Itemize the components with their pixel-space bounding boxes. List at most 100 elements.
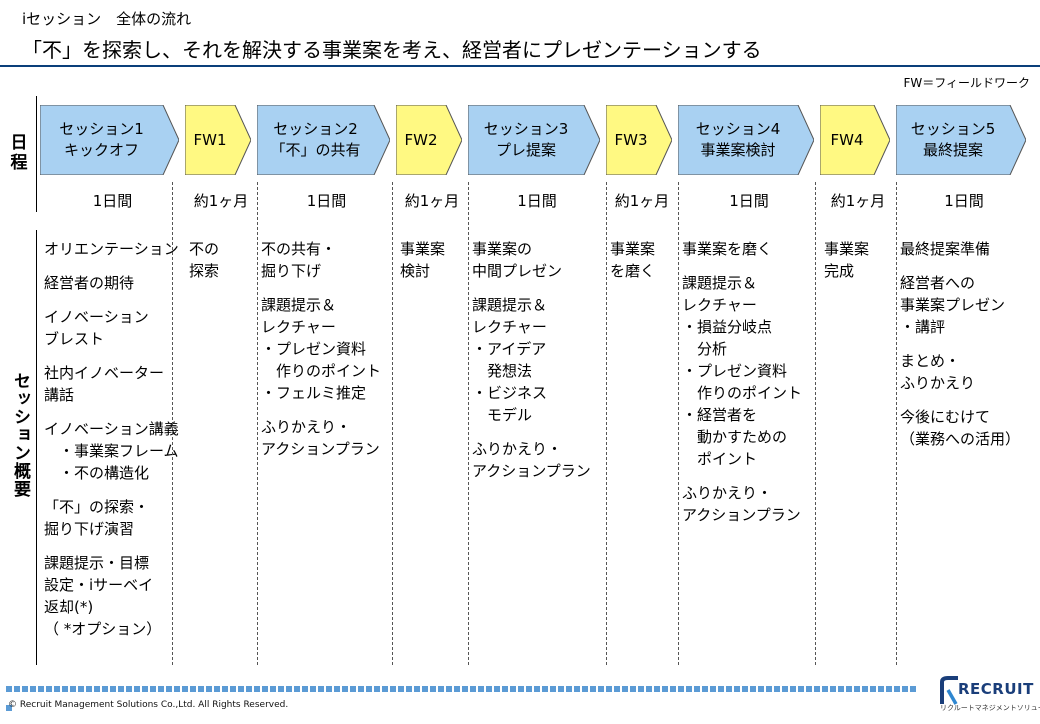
- chevron-label: FW4: [830, 130, 879, 151]
- content-item: 課題提示＆ レクチャー ・損益分岐点 分析 ・プレゼン資料 作りのポイント ・経…: [682, 274, 803, 468]
- summary-label: セッション概要: [10, 372, 30, 498]
- footer-bar-segment: [6, 705, 12, 711]
- duration-label: 1日間: [944, 192, 984, 210]
- footer-bar-segment: [846, 686, 852, 692]
- duration-label: 約1ヶ月: [404, 192, 460, 210]
- content-item: 経営者への 事業案プレゼン ・講評: [900, 274, 1006, 336]
- footer-bar-segment: [646, 686, 652, 692]
- footer-bar-segment: [118, 686, 124, 692]
- content-item: 課題提示・目標 設定・iサーベイ 返却(*) （ *オプション）: [44, 554, 162, 638]
- footer-bar-segment: [518, 686, 524, 692]
- footer-bar-segment: [374, 686, 380, 692]
- schedule-label-char: 日: [10, 133, 28, 153]
- column-divider: [606, 182, 607, 665]
- footer-bar-segment: [30, 686, 36, 692]
- column-divider: [257, 182, 258, 665]
- footer-bar-segment: [166, 686, 172, 692]
- footer-bar-segment: [854, 686, 860, 692]
- footer-bar-segment: [910, 686, 916, 692]
- footer-bar-segment: [246, 686, 252, 692]
- footer-bar-segment: [654, 686, 660, 692]
- footer-bar-segment: [558, 686, 564, 692]
- footer-bar-segment: [366, 686, 372, 692]
- footer-bar-segment: [70, 686, 76, 692]
- footer-bar-segment: [38, 686, 44, 692]
- title-rule: [0, 65, 1040, 67]
- footer-bar-segment: [238, 686, 244, 692]
- chevron-label: FW3: [614, 130, 663, 151]
- footer-bar-segment: [126, 686, 132, 692]
- footer-bar-segment: [342, 686, 348, 692]
- footer-bar-segment: [294, 686, 300, 692]
- footer-bar-segment: [878, 686, 884, 692]
- content-item: 「不」の探索・ 掘り下げ演習: [44, 498, 150, 538]
- footer-bar-segment: [534, 686, 540, 692]
- chevron-label-line: セッション3: [483, 120, 569, 138]
- footer-bar-segment: [454, 686, 460, 692]
- column-divider: [172, 182, 173, 665]
- content-item: 課題提示＆ レクチャー ・アイデア 発想法 ・ビジネス モデル: [472, 296, 548, 424]
- chevron-label-line: セッション1: [59, 120, 144, 138]
- footer-bar-segment: [590, 686, 596, 692]
- chevron-label-line: セッション4: [695, 120, 781, 138]
- chevron-label-line: FW3: [614, 130, 648, 149]
- footer-bar-segment: [686, 686, 692, 692]
- footer-bar-segment: [766, 686, 772, 692]
- session-content: 不の 探索: [189, 238, 219, 294]
- duration-label: 1日間: [729, 192, 769, 210]
- footer-bar-segment: [14, 686, 20, 692]
- footer-bar-segment: [214, 686, 220, 692]
- summary-left-line: [36, 230, 37, 665]
- chevron-label-line: FW1: [193, 130, 227, 149]
- footer-bar-segment: [622, 686, 628, 692]
- fw-note: FW＝フィールドワーク: [903, 76, 1030, 90]
- page-title: 「不」を探索し、それを解決する事業案を考え、経営者にプレゼンテーションする: [22, 38, 762, 62]
- schedule-left-line: [36, 96, 37, 212]
- footer-bar-segment: [310, 686, 316, 692]
- footer-bar-segment: [830, 686, 836, 692]
- footer-bar-segment: [134, 686, 140, 692]
- footer-bar-segment: [446, 686, 452, 692]
- footer-bar-segment: [678, 686, 684, 692]
- footer-bar-segment: [566, 686, 572, 692]
- footer-bar-segment: [46, 686, 52, 692]
- footer-bar-segment: [278, 686, 284, 692]
- footer-bar-segment: [750, 686, 756, 692]
- column-divider: [468, 182, 469, 665]
- footer-bar-segment: [286, 686, 292, 692]
- column-divider: [392, 182, 393, 665]
- session-chevron: セッション2「不」の共有: [257, 105, 390, 175]
- logo-mark-icon: [940, 676, 958, 705]
- chevron-label-line: FW2: [404, 130, 438, 149]
- chevron-label-line: FW4: [830, 130, 864, 149]
- recruit-logo: RECRUIT リクルートマネジメントソリューションズ: [936, 674, 1040, 718]
- footer-bar-segment: [262, 686, 268, 692]
- chevron-label: FW1: [193, 130, 242, 151]
- footer-bar-segment: [702, 686, 708, 692]
- session-content: 不の共有・ 掘り下げ課題提示＆ レクチャー ・プレゼン資料 作りのポイント ・フ…: [261, 238, 381, 472]
- footer-bar-segment: [806, 686, 812, 692]
- footer-bar-segment: [94, 686, 100, 692]
- footer-bar-segment: [670, 686, 676, 692]
- duration-label: 1日間: [92, 192, 133, 210]
- footer-bar-segment: [22, 686, 28, 692]
- footer-bar-segment: [526, 686, 532, 692]
- footer-bar-segment: [782, 686, 788, 692]
- content-item: オリエンテーション: [44, 240, 179, 258]
- footer-bar-segment: [390, 686, 396, 692]
- content-item: 不の共有・ 掘り下げ: [261, 240, 337, 280]
- footer-bar-segment: [62, 686, 68, 692]
- footer-bar-segment: [862, 686, 868, 692]
- footer-bar-segment: [470, 686, 476, 692]
- content-item: 今後にむけて （業務への活用）: [900, 408, 1021, 448]
- footer-bar-segment: [798, 686, 804, 692]
- footer-bar-segment: [694, 686, 700, 692]
- footer-bar-segment: [710, 686, 716, 692]
- fw-chevron: FW3: [606, 105, 672, 175]
- footer-bar: [6, 686, 924, 711]
- footer-bar-segment: [318, 686, 324, 692]
- schedule-label-char: 程: [10, 153, 28, 173]
- footer-bar-segment: [334, 686, 340, 692]
- content-item: 事業案 検討: [400, 240, 446, 280]
